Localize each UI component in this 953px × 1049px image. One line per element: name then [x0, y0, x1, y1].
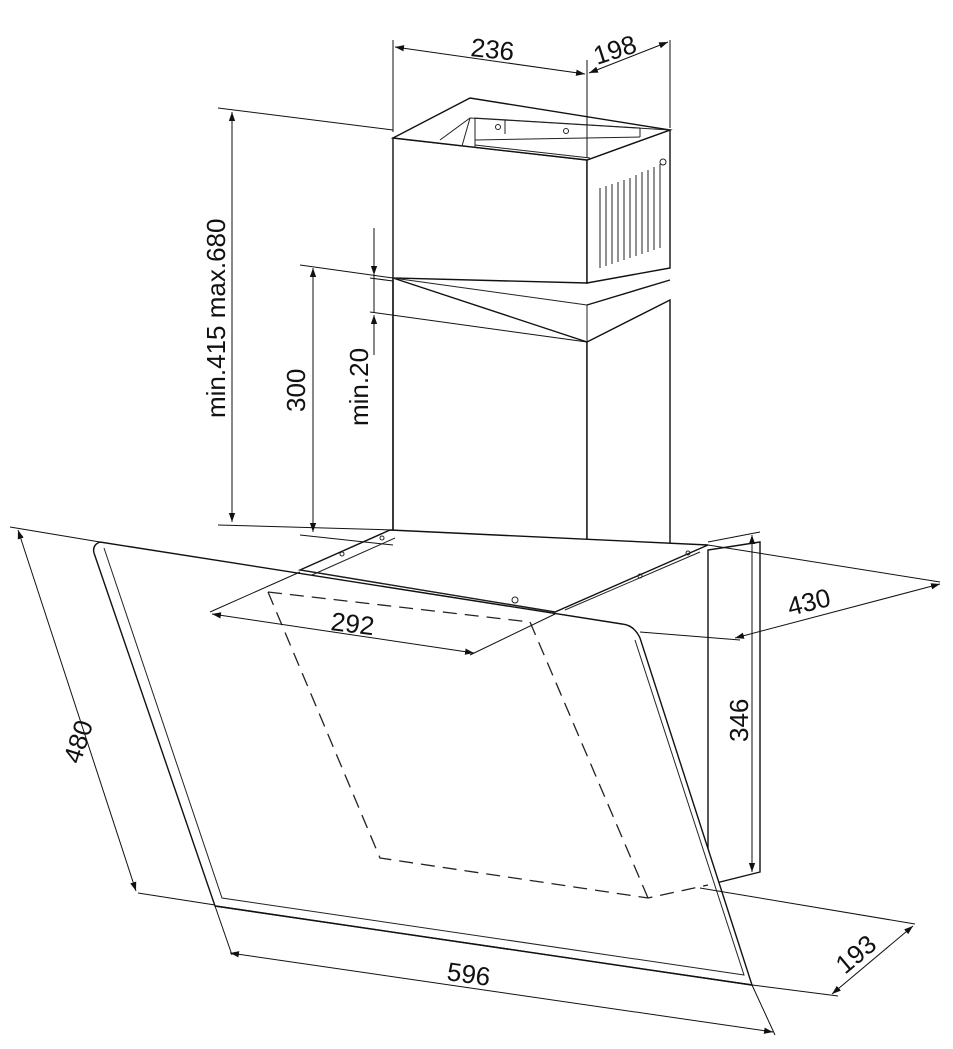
- label-chimney-height-range: min.415 max.680: [201, 219, 231, 418]
- label-chimney-width: 236: [469, 32, 515, 66]
- label-body-height: 346: [724, 699, 754, 742]
- label-min-overlap: min.20: [344, 348, 374, 426]
- label-upper-chimney-height: 300: [281, 369, 311, 412]
- mounting-bracket: [439, 117, 671, 159]
- label-canopy-inner-width: 292: [329, 606, 376, 641]
- label-chimney-depth: 198: [590, 29, 641, 71]
- upper-chimney-front: [392, 137, 588, 284]
- lower-chimney-side: [586, 298, 671, 582]
- chimney: [390, 97, 673, 582]
- vent-slots: [599, 158, 667, 268]
- glass-outline: [92, 541, 754, 986]
- hidden-body-outline: [267, 591, 709, 899]
- label-bottom-depth: 193: [830, 929, 883, 980]
- label-hood-width: 596: [445, 956, 492, 992]
- dimension-lines: [9, 40, 941, 1036]
- glass-panel: [92, 541, 754, 986]
- label-hood-depth: 430: [784, 582, 833, 622]
